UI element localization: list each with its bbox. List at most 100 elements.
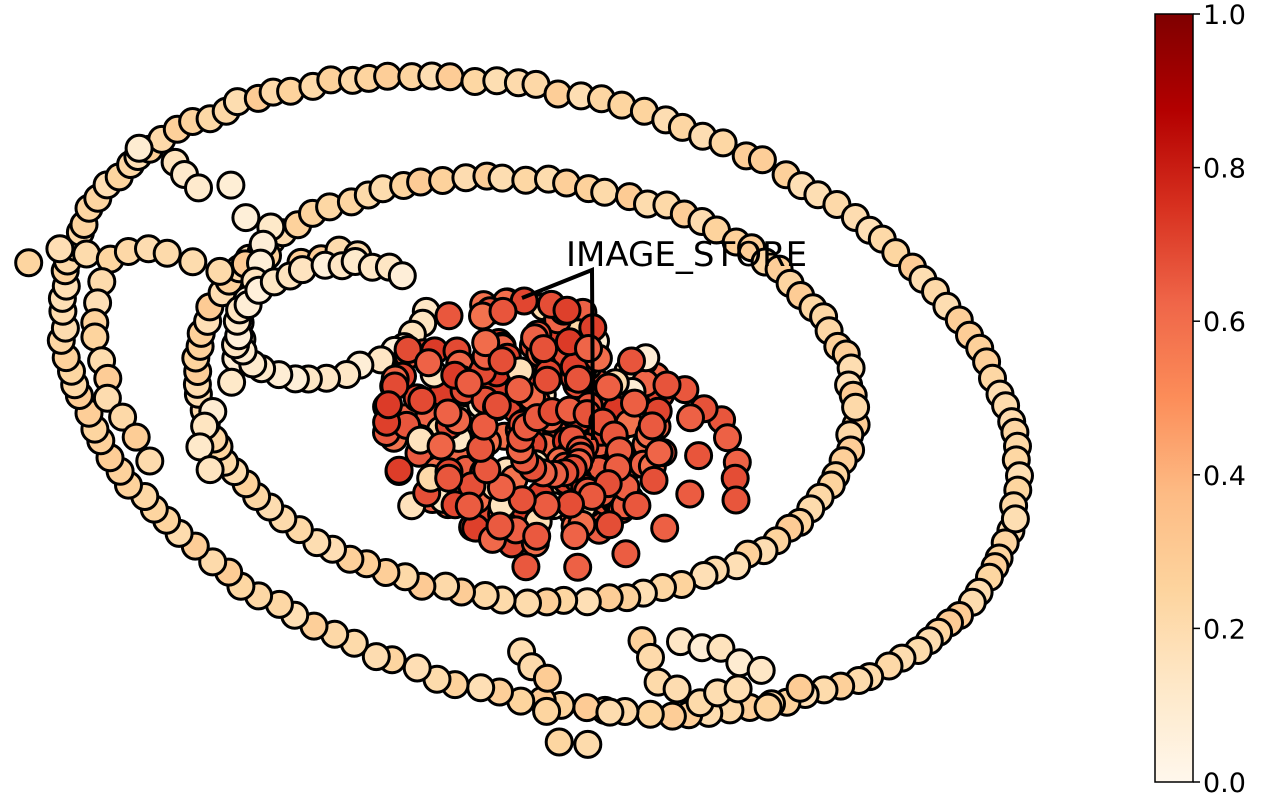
node xyxy=(92,383,122,413)
node xyxy=(124,133,154,163)
node xyxy=(488,296,518,326)
node xyxy=(14,248,44,278)
node xyxy=(373,61,403,91)
node xyxy=(595,510,624,540)
node xyxy=(563,552,593,582)
node xyxy=(435,62,465,92)
node xyxy=(532,365,562,395)
node xyxy=(532,663,562,693)
annotation-leader-line xyxy=(521,267,595,441)
node xyxy=(676,403,705,433)
node xyxy=(216,170,246,200)
node xyxy=(620,388,649,418)
node xyxy=(675,479,705,509)
node xyxy=(529,334,559,364)
node xyxy=(184,173,213,203)
node xyxy=(590,177,620,207)
node xyxy=(747,145,777,175)
node xyxy=(121,422,151,452)
node xyxy=(723,674,753,704)
colorbar-ticks: 0.00.20.40.60.81.0 xyxy=(1193,0,1246,799)
node xyxy=(574,334,603,363)
node xyxy=(513,588,542,618)
node xyxy=(652,370,682,400)
node xyxy=(594,372,624,402)
node xyxy=(485,511,515,541)
node xyxy=(471,328,501,358)
node xyxy=(572,587,602,617)
node xyxy=(684,441,714,471)
colorbar-tick-label: 0.8 xyxy=(1203,154,1246,185)
node xyxy=(205,256,235,286)
node xyxy=(487,163,517,193)
node xyxy=(454,491,484,521)
node xyxy=(217,367,247,397)
node xyxy=(639,465,669,495)
node xyxy=(195,455,225,485)
node xyxy=(426,431,456,461)
node xyxy=(72,239,102,269)
node xyxy=(402,653,432,683)
annotation-label: IMAGE_STORE xyxy=(566,235,807,275)
colorbar: 0.00.20.40.60.81.0 xyxy=(1154,0,1246,799)
node xyxy=(407,385,437,415)
node xyxy=(746,655,776,685)
node xyxy=(135,446,165,476)
node xyxy=(431,571,461,601)
image-store-annotation: IMAGE_STORE xyxy=(521,235,807,441)
node xyxy=(532,696,562,726)
node xyxy=(504,375,534,404)
node xyxy=(231,203,261,233)
node xyxy=(544,727,574,757)
node xyxy=(708,128,738,158)
node xyxy=(393,335,423,364)
node xyxy=(482,391,512,420)
node xyxy=(572,693,602,723)
node xyxy=(469,411,499,441)
node xyxy=(753,692,783,722)
node xyxy=(573,729,603,759)
node xyxy=(595,697,625,727)
node xyxy=(178,247,208,277)
node xyxy=(611,539,641,569)
colorbar-tick-label: 0.0 xyxy=(1203,768,1246,799)
node xyxy=(522,521,552,551)
node xyxy=(434,301,464,331)
colorbar-tick-label: 0.2 xyxy=(1203,614,1246,645)
node xyxy=(511,552,541,582)
node xyxy=(650,513,680,543)
node xyxy=(622,491,652,520)
node xyxy=(635,699,665,729)
node xyxy=(636,642,665,672)
node xyxy=(487,346,517,376)
node xyxy=(617,346,646,376)
node xyxy=(507,485,537,515)
node xyxy=(433,398,463,428)
node-layer xyxy=(14,61,1034,759)
node xyxy=(560,521,590,551)
node xyxy=(108,402,138,432)
colorbar-tick-label: 0.4 xyxy=(1203,461,1246,492)
node xyxy=(434,463,464,493)
node xyxy=(552,295,582,325)
node xyxy=(841,392,871,422)
node xyxy=(454,368,484,398)
node xyxy=(713,423,742,453)
node xyxy=(721,485,751,515)
colorbar-tick-label: 0.6 xyxy=(1203,307,1246,338)
node xyxy=(637,411,667,441)
node xyxy=(556,489,585,519)
node xyxy=(45,234,75,264)
node xyxy=(644,438,674,468)
node xyxy=(662,674,692,704)
node xyxy=(563,364,593,394)
node xyxy=(387,261,417,291)
colorbar-gradient xyxy=(1154,13,1194,783)
node xyxy=(361,642,391,672)
node xyxy=(470,581,500,610)
node xyxy=(152,238,182,268)
node xyxy=(80,322,110,352)
node xyxy=(1000,504,1030,534)
node xyxy=(706,633,736,663)
